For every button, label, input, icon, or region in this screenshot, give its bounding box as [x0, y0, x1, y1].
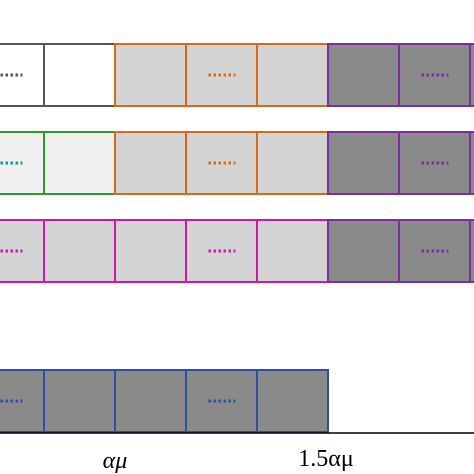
- row-1-cell: [256, 43, 329, 107]
- row-3-cell: [185, 219, 258, 283]
- rows-layer: [0, 43, 474, 433]
- axis-label-1-5-alpha-mu: 1.5αμ: [298, 446, 353, 472]
- row-1-cell: [469, 43, 474, 107]
- row-2-cell: [256, 131, 329, 195]
- row-2-cell: [327, 131, 400, 195]
- row-2-cell: [114, 131, 187, 195]
- row-3: [0, 219, 474, 283]
- row-2-cell: [398, 131, 471, 195]
- row-2: [0, 131, 474, 195]
- row-3-cell: [43, 219, 116, 283]
- row-1-cell: [43, 43, 116, 107]
- row-4: [0, 369, 329, 433]
- row-3-cell: [398, 219, 471, 283]
- row-3-cell: [469, 219, 474, 283]
- row-2-cell: [43, 131, 116, 195]
- row-1-cell: [185, 43, 258, 107]
- row-3-cell: [327, 219, 400, 283]
- axis-label-alpha-mu: αμ: [103, 448, 128, 474]
- row-4-cell: [256, 369, 329, 433]
- row-3-cell: [256, 219, 329, 283]
- row-4-cell: [43, 369, 116, 433]
- row-1-cell: [114, 43, 187, 107]
- row-2-cell: [469, 131, 474, 195]
- row-3-cell: [114, 219, 187, 283]
- row-1-cell: [327, 43, 400, 107]
- row-2-cell: [185, 131, 258, 195]
- row-1: [0, 43, 474, 107]
- row-1-cell: [398, 43, 471, 107]
- row-4-cell: [185, 369, 258, 433]
- row-4-cell: [114, 369, 187, 433]
